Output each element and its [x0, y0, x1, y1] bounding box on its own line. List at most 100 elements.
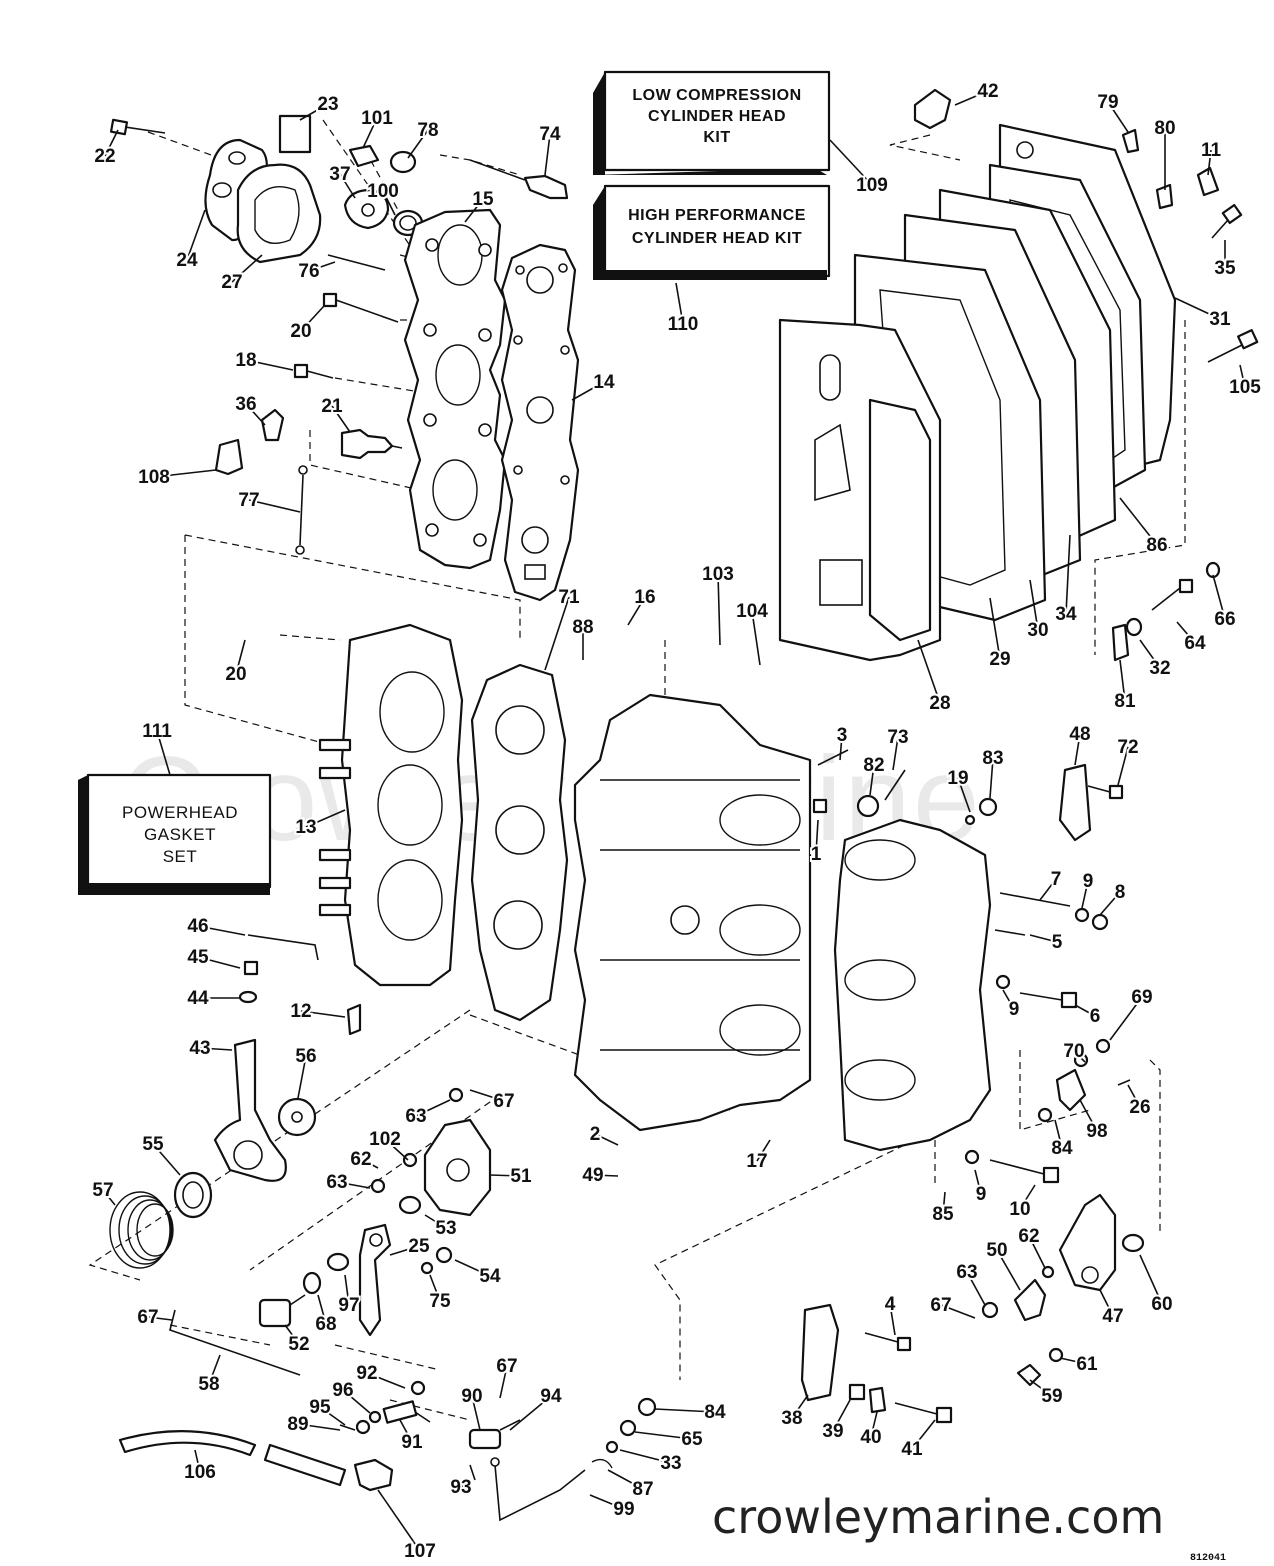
callout-number-78[interactable]: 78 — [415, 118, 440, 143]
callout-number-54[interactable]: 54 — [477, 1264, 503, 1289]
lever-bracket[interactable] — [800, 1303, 840, 1402]
callout-number-36[interactable]: 36 — [233, 392, 258, 417]
site-url[interactable]: crowleymarine.com — [712, 1490, 1164, 1544]
callout-number-84[interactable]: 84 — [1049, 1136, 1075, 1161]
callout-number-67[interactable]: 67 — [494, 1354, 519, 1379]
washer[interactable] — [420, 1261, 434, 1275]
callout-number-7[interactable]: 7 — [1049, 867, 1064, 892]
callout-number-19[interactable]: 19 — [945, 766, 970, 791]
callout-number-42[interactable]: 42 — [975, 79, 1000, 104]
callout-number-93[interactable]: 93 — [448, 1475, 473, 1500]
callout-number-14[interactable]: 14 — [591, 370, 617, 395]
callout-number-74[interactable]: 74 — [537, 122, 563, 147]
callout-number-104[interactable]: 104 — [734, 599, 770, 624]
clip[interactable] — [346, 1003, 362, 1036]
callout-number-20[interactable]: 20 — [288, 319, 313, 344]
callout-number-15[interactable]: 15 — [470, 187, 496, 212]
spark-plug[interactable] — [340, 428, 403, 460]
screw[interactable] — [994, 929, 1026, 936]
callout-number-83[interactable]: 83 — [980, 746, 1005, 771]
callout-number-76[interactable]: 76 — [296, 259, 321, 284]
callout-number-47[interactable]: 47 — [1100, 1304, 1125, 1329]
screw[interactable] — [1151, 578, 1194, 611]
callout-number-109[interactable]: 109 — [854, 173, 890, 198]
callout-number-62[interactable]: 62 — [1016, 1224, 1041, 1249]
washer[interactable] — [448, 1087, 464, 1103]
callout-number-51[interactable]: 51 — [508, 1164, 534, 1189]
thermostat-spring[interactable] — [278, 114, 312, 154]
nut[interactable] — [355, 1419, 371, 1435]
throttle-rod[interactable] — [169, 1309, 301, 1376]
intake-manifold[interactable] — [778, 318, 942, 662]
bolt[interactable] — [894, 1402, 953, 1424]
link-rod-end[interactable] — [468, 1428, 502, 1450]
callout-number-96[interactable]: 96 — [330, 1378, 355, 1403]
callout-number-11[interactable]: 11 — [1199, 138, 1224, 163]
grommet[interactable] — [389, 150, 417, 174]
callout-number-81[interactable]: 81 — [1112, 689, 1138, 714]
nut[interactable] — [410, 1380, 426, 1396]
callout-number-77[interactable]: 77 — [236, 488, 261, 513]
callout-number-18[interactable]: 18 — [233, 348, 258, 373]
cover-gasket[interactable] — [236, 163, 322, 264]
bushing[interactable] — [398, 1195, 422, 1215]
callout-number-9[interactable]: 9 — [1081, 869, 1096, 894]
washer[interactable] — [368, 1410, 382, 1424]
callout-number-13[interactable]: 13 — [293, 815, 318, 840]
throttle-link-rod[interactable] — [247, 934, 319, 961]
callout-number-65[interactable]: 65 — [679, 1427, 705, 1452]
callout-number-6[interactable]: 6 — [1088, 1004, 1103, 1029]
callout-number-105[interactable]: 105 — [1227, 375, 1263, 400]
callout-number-21[interactable]: 21 — [319, 394, 345, 419]
callout-number-110[interactable]: 110 — [666, 312, 701, 337]
washer[interactable] — [1073, 1052, 1089, 1068]
callout-number-89[interactable]: 89 — [285, 1412, 310, 1437]
hose[interactable] — [263, 1443, 347, 1487]
callout-number-32[interactable]: 32 — [1147, 656, 1172, 681]
callout-number-59[interactable]: 59 — [1039, 1384, 1064, 1409]
callout-number-10[interactable]: 10 — [1007, 1197, 1032, 1222]
temperature-switch[interactable] — [348, 144, 380, 168]
callout-number-67[interactable]: 67 — [491, 1089, 516, 1114]
callout-number-102[interactable]: 102 — [367, 1127, 403, 1152]
washer[interactable] — [619, 1419, 637, 1437]
callout-number-5[interactable]: 5 — [1050, 930, 1065, 955]
screw[interactable] — [339, 1424, 356, 1431]
washer[interactable] — [238, 990, 258, 1004]
washer[interactable] — [981, 1301, 999, 1319]
callout-number-34[interactable]: 34 — [1053, 602, 1079, 627]
callout-number-9[interactable]: 9 — [974, 1182, 989, 1207]
cylinder-block[interactable] — [573, 693, 812, 1132]
callout-number-92[interactable]: 92 — [354, 1361, 379, 1386]
clip[interactable] — [868, 1386, 887, 1414]
callout-number-63[interactable]: 63 — [324, 1170, 349, 1195]
callout-number-73[interactable]: 73 — [885, 725, 910, 750]
cylinder-head[interactable] — [403, 208, 507, 570]
callout-number-29[interactable]: 29 — [987, 647, 1012, 672]
callout-number-100[interactable]: 100 — [365, 179, 401, 204]
callout-number-30[interactable]: 30 — [1025, 618, 1050, 643]
washer[interactable] — [1048, 1347, 1064, 1363]
callout-number-99[interactable]: 99 — [611, 1497, 636, 1522]
roller[interactable] — [1121, 1233, 1145, 1253]
callout-number-38[interactable]: 38 — [779, 1406, 804, 1431]
clip[interactable] — [591, 1458, 613, 1469]
elbow-fitting[interactable] — [353, 1458, 394, 1492]
callout-number-103[interactable]: 103 — [700, 562, 736, 587]
exhaust-cover-gasket[interactable] — [470, 663, 569, 1022]
thermostat[interactable] — [343, 188, 390, 230]
callout-number-33[interactable]: 33 — [658, 1451, 683, 1476]
clip[interactable] — [1111, 623, 1130, 662]
stud[interactable] — [999, 892, 1071, 907]
callout-number-97[interactable]: 97 — [336, 1293, 361, 1318]
callout-number-67[interactable]: 67 — [135, 1305, 160, 1330]
ground-wire[interactable] — [295, 465, 308, 555]
nut[interactable] — [435, 1246, 453, 1264]
callout-number-17[interactable]: 17 — [744, 1149, 769, 1174]
nut[interactable] — [637, 1397, 657, 1417]
cylinder-head-gasket[interactable] — [500, 243, 580, 602]
callout-number-44[interactable]: 44 — [185, 986, 211, 1011]
callout-number-57[interactable]: 57 — [90, 1178, 115, 1203]
clip[interactable] — [1121, 128, 1140, 154]
nut[interactable] — [1091, 913, 1109, 931]
